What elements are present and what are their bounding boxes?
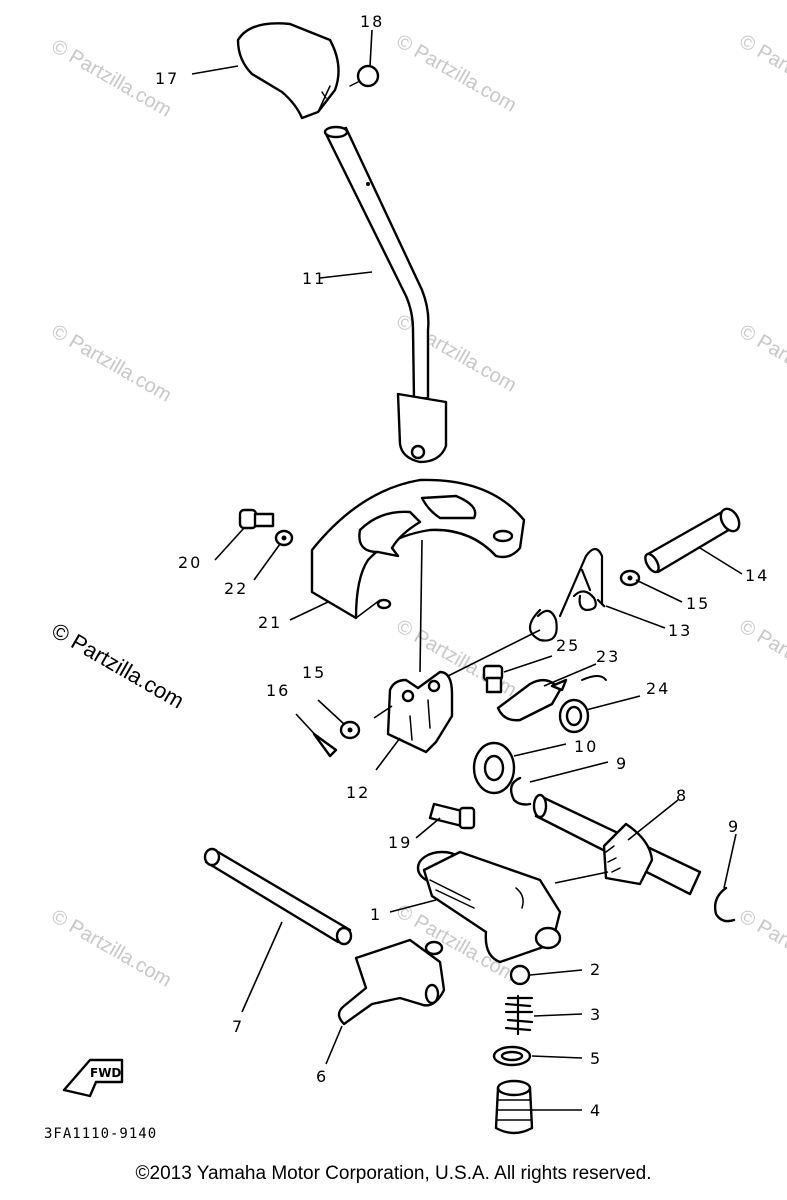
part-2-ball [509, 964, 531, 986]
part-10-oil-seal [472, 741, 516, 795]
callout-4: 4 [590, 1101, 602, 1120]
callout-9-second: 9 [728, 817, 740, 836]
part-6-shift-fork [337, 938, 446, 1026]
callout-24: 24 [646, 679, 670, 698]
part-3-spring [504, 994, 534, 1036]
callout-2: 2 [590, 960, 602, 979]
part-1-shift-drum [416, 850, 562, 964]
callout-6: 6 [316, 1067, 328, 1086]
part-18-screw [349, 64, 380, 88]
watermark: © Partzilla.com [393, 30, 521, 116]
fwd-label: FWD [90, 1066, 121, 1080]
callout-21: 21 [258, 613, 282, 632]
callout-11: 11 [302, 269, 326, 288]
callout-labels: 17 18 11 20 22 21 14 15 13 25 23 24 10 9… [155, 12, 769, 1120]
callout-10: 10 [574, 737, 598, 756]
callout-25: 25 [556, 636, 580, 655]
part-21-shift-guide-plate [310, 478, 526, 620]
part-7-guide-bar [203, 847, 353, 946]
part-22-washer [274, 529, 294, 547]
watermark: © Partzilla.com [48, 905, 176, 991]
part-23-stopper-lever [496, 675, 607, 722]
callout-12: 12 [346, 783, 370, 802]
drawing-code: 3FA1110-9140 [44, 1126, 157, 1142]
part-11-shift-lever-rod [323, 125, 448, 464]
part-17-shift-knob [236, 22, 340, 120]
part-13-spring [528, 547, 606, 642]
callout-17: 17 [155, 69, 179, 88]
callout-22: 22 [224, 579, 248, 598]
part-15-washer [619, 569, 641, 587]
callout-20: 20 [178, 553, 202, 572]
part-24-torsion-spring [558, 698, 590, 734]
callout-23: 23 [596, 647, 620, 666]
callout-18: 18 [360, 12, 384, 31]
callout-1: 1 [370, 905, 382, 924]
watermark: © Partzilla.com [736, 30, 787, 116]
part-9-circlip-2 [713, 886, 736, 923]
part-19-bolt [428, 802, 476, 830]
watermark-prominent: © Partzilla.com [48, 618, 189, 714]
exploded-parts-diagram: © Partzilla.com © Partzilla.com © Partzi… [44, 12, 787, 1142]
watermark: © Partzilla.com [48, 320, 176, 406]
part-20-bolt [238, 508, 275, 530]
leader-lines [191, 29, 743, 1111]
part-25-bolt [482, 664, 504, 694]
watermark: © Partzilla.com [736, 320, 787, 406]
callout-13: 13 [668, 621, 692, 640]
copyright-footer: ©2013 Yamaha Motor Corporation, U.S.A. A… [135, 1163, 652, 1184]
watermark: © Partzilla.com [736, 905, 787, 991]
callout-15-second: 15 [302, 663, 326, 682]
part-12-shift-bracket [386, 670, 454, 754]
callout-15: 15 [686, 594, 710, 613]
part-8-shift-shaft [532, 793, 702, 896]
part-14-pin [644, 507, 741, 574]
fwd-direction-arrow: FWD [62, 1058, 124, 1098]
part-5-washer [492, 1045, 532, 1067]
callout-9: 9 [616, 754, 628, 773]
part-9-circlip [509, 776, 532, 806]
part-15-washer-2 [339, 720, 361, 740]
callout-8: 8 [676, 786, 688, 805]
callout-14: 14 [745, 566, 769, 585]
callout-7: 7 [232, 1017, 244, 1036]
callout-5: 5 [590, 1049, 602, 1068]
part-4-plug [494, 1079, 534, 1135]
watermark: © Partzilla.com [736, 615, 787, 701]
callout-16: 16 [266, 681, 290, 700]
callout-19: 19 [388, 833, 412, 852]
callout-3: 3 [590, 1005, 602, 1024]
